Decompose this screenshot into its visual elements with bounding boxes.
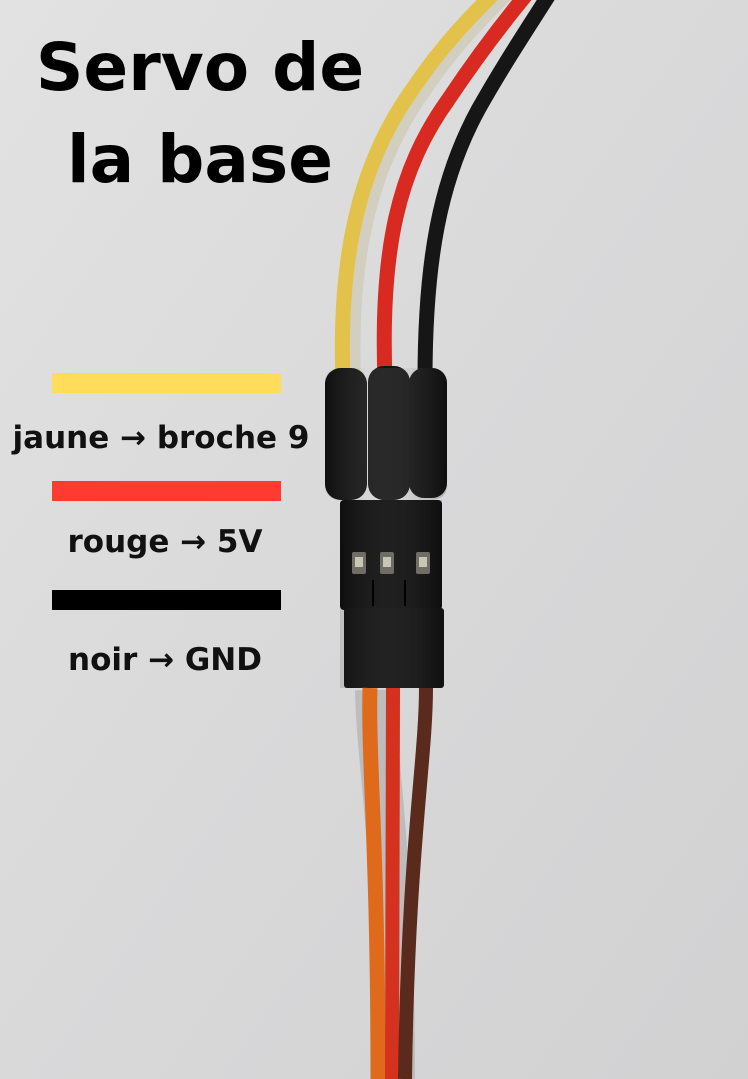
red-wire-lower (385, 687, 400, 1079)
lower-wires (355, 687, 433, 1079)
connector-housing (340, 500, 444, 688)
page-title: Servo de la base (35, 29, 365, 198)
upper-wires (334, 0, 555, 391)
black-wire (417, 0, 555, 388)
legend-label-black: noir → GND (68, 642, 262, 678)
legend-swatch-black (52, 590, 281, 610)
legend-label-yellow: jaune → broche 9 (12, 420, 310, 456)
yellow-wire (334, 0, 498, 388)
legend-swatch-yellow (52, 373, 281, 393)
brown-wire (398, 687, 433, 1079)
red-wire (376, 0, 532, 388)
orange-wire (362, 687, 386, 1079)
heat-shrink-sleeves (325, 366, 447, 500)
legend-swatch-red (52, 481, 281, 501)
legend-label-red: rouge → 5V (67, 524, 263, 560)
